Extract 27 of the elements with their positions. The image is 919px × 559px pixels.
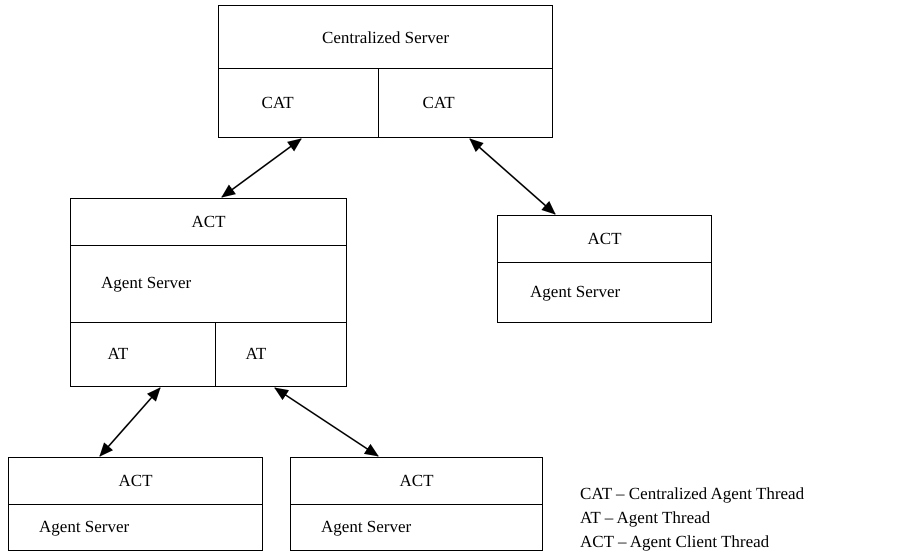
- legend-text: ACT – Agent Client Thread: [580, 532, 770, 551]
- server-box: [497, 215, 712, 323]
- arrow: [274, 387, 379, 457]
- box-title: ACT: [588, 229, 622, 249]
- box-label: Agent Server: [530, 282, 620, 302]
- server-box: [290, 457, 543, 551]
- server-box: [70, 198, 347, 387]
- cell-label: CAT: [422, 92, 455, 112]
- legend-text: CAT – Centralized Agent Thread: [580, 484, 804, 503]
- cell-label: AT: [108, 344, 128, 364]
- cell-label: AT: [246, 344, 266, 364]
- box-title: Centralized Server: [322, 28, 449, 48]
- thread-cell: [378, 68, 552, 138]
- thread-cell: [214, 322, 346, 386]
- server-box: [8, 457, 263, 551]
- arrow: [99, 387, 161, 457]
- legend-text: AT – Agent Thread: [580, 508, 710, 527]
- box-label: Agent Server: [321, 517, 412, 537]
- box-label: Agent Server: [101, 273, 192, 293]
- box-title: ACT: [192, 212, 226, 232]
- box-label: Agent Server: [39, 517, 130, 537]
- box-title: ACT: [118, 471, 152, 491]
- arrow: [469, 138, 556, 215]
- cell-label: CAT: [262, 92, 294, 112]
- box-title: ACT: [400, 471, 434, 491]
- arrow: [221, 138, 302, 198]
- server-box: [218, 5, 553, 138]
